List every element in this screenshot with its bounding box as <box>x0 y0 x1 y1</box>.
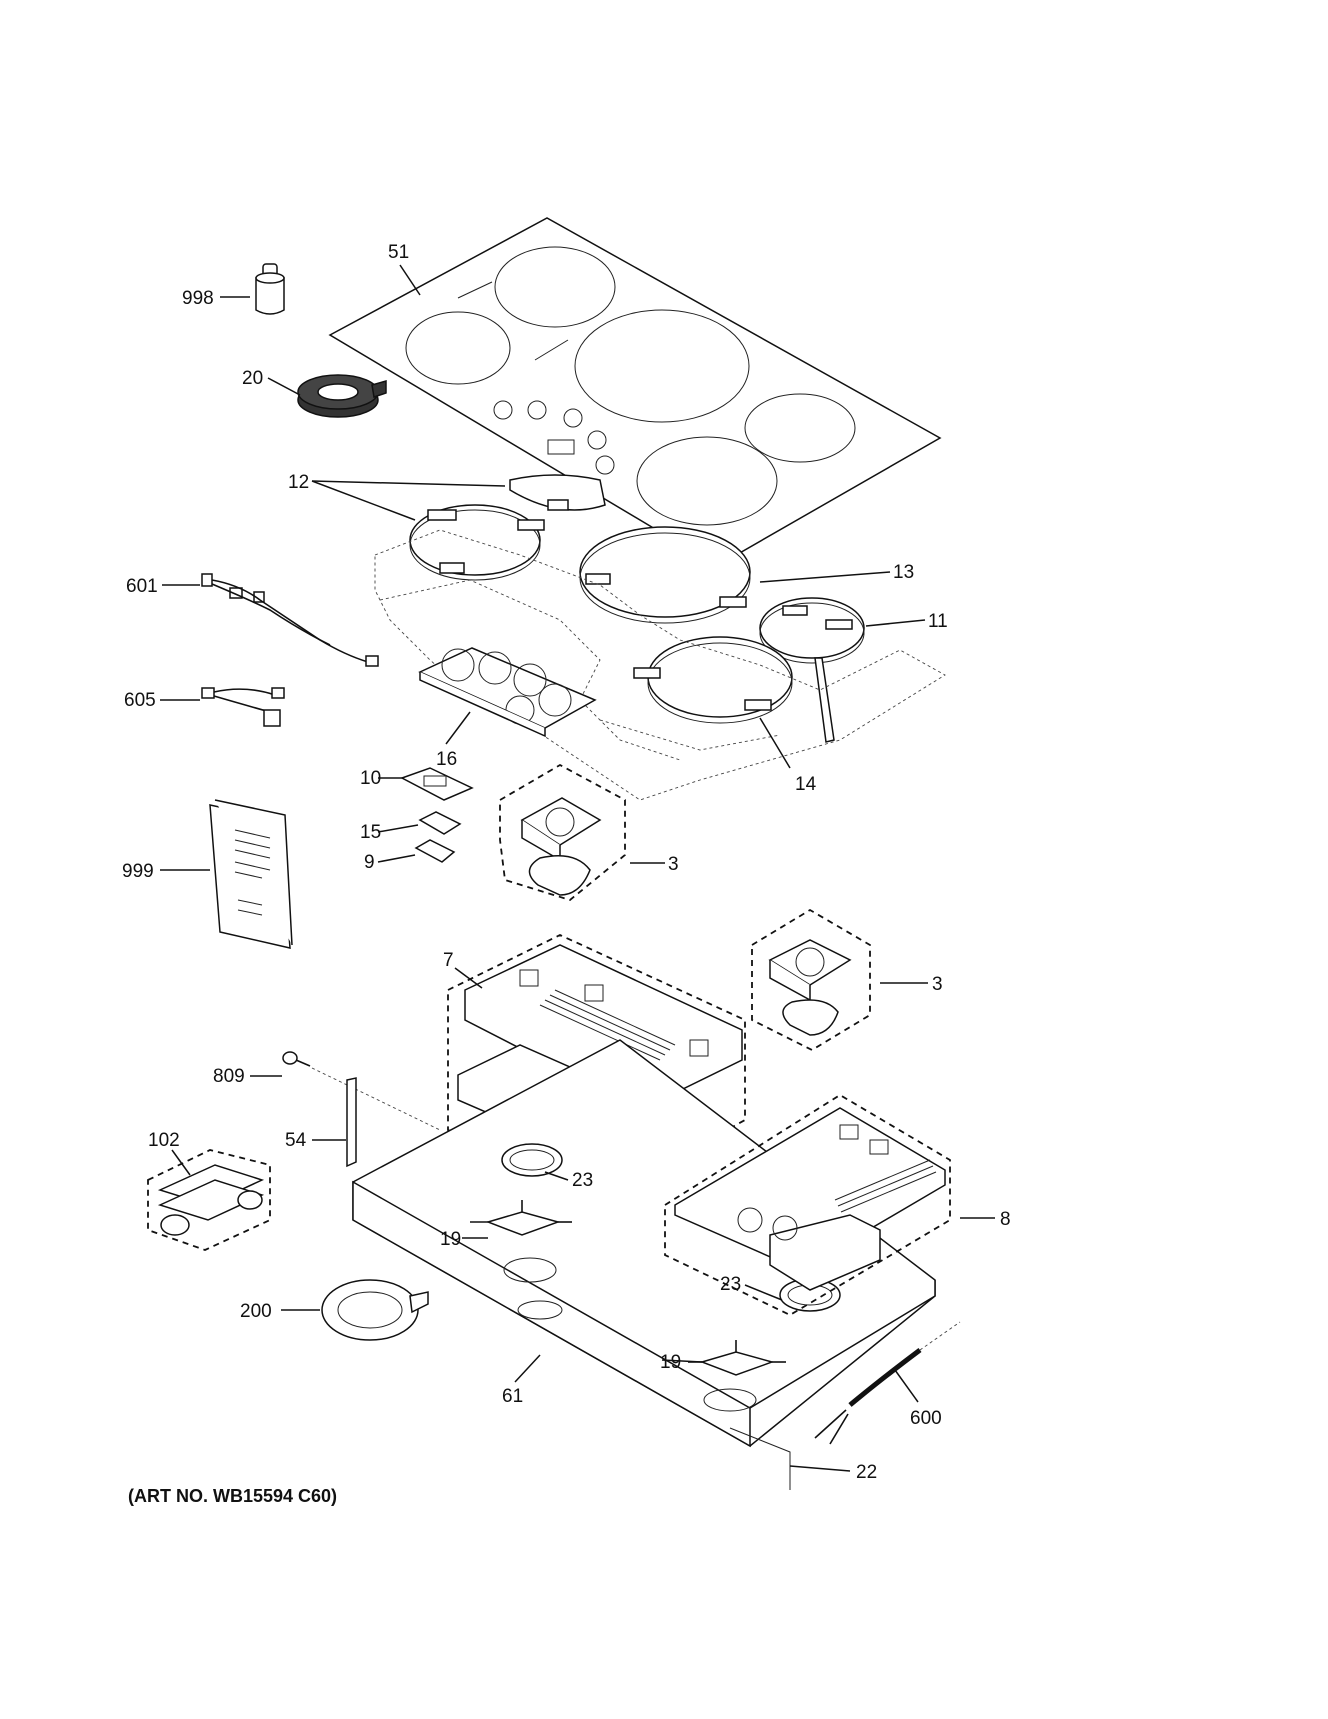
callout-8[interactable]: 8 <box>1000 1209 1011 1230</box>
callout-13[interactable]: 13 <box>893 562 914 583</box>
part-14-heating-element-front[interactable] <box>633 636 793 724</box>
part-102-cover-kit[interactable] <box>147 1149 271 1251</box>
callout-809[interactable]: 809 <box>213 1066 245 1087</box>
part-8-induction-generator-assembly[interactable] <box>664 1093 951 1317</box>
part-11-heating-element-right[interactable] <box>759 597 865 743</box>
callout-20[interactable]: 20 <box>242 368 263 389</box>
callout-19-right[interactable]: 19 <box>660 1352 681 1373</box>
callout-61[interactable]: 61 <box>502 1386 523 1407</box>
part-3-fan-assembly-right[interactable] <box>751 908 871 1052</box>
part-15-sensor[interactable] <box>418 811 462 835</box>
cooktop-controls <box>493 400 615 475</box>
part-12-heating-element-left[interactable] <box>409 504 545 581</box>
callout-9[interactable]: 9 <box>364 852 375 873</box>
part-12-heating-element-rear[interactable] <box>509 474 606 511</box>
part-605-wire-harness[interactable] <box>201 687 285 727</box>
callout-601[interactable]: 601 <box>126 576 158 597</box>
callout-23-left[interactable]: 23 <box>572 1170 593 1191</box>
callout-54[interactable]: 54 <box>285 1130 307 1151</box>
callout-11[interactable]: 11 <box>928 611 948 632</box>
callout-7[interactable]: 7 <box>443 950 454 971</box>
callout-600[interactable]: 600 <box>910 1408 942 1429</box>
leader-lines <box>160 264 995 1472</box>
part-998-cleaner-bottle[interactable] <box>255 263 285 315</box>
part-999-owners-manual[interactable] <box>209 799 293 949</box>
part-16-control-board[interactable] <box>418 647 597 738</box>
callout-23-right[interactable]: 23 <box>720 1274 741 1295</box>
part-22-label[interactable] <box>729 1427 791 1490</box>
callout-51[interactable]: 51 <box>388 242 409 263</box>
callout-3-right[interactable]: 3 <box>932 974 943 995</box>
callout-16[interactable]: 16 <box>436 749 457 770</box>
callout-3-upper[interactable]: 3 <box>668 854 679 875</box>
callout-22[interactable]: 22 <box>856 1462 877 1483</box>
part-51-glass-cooktop[interactable] <box>328 217 942 567</box>
callout-12[interactable]: 12 <box>288 472 309 493</box>
callout-10[interactable]: 10 <box>360 768 381 789</box>
callout-14[interactable]: 14 <box>795 774 817 795</box>
part-54-mounting-bracket[interactable] <box>346 1077 357 1168</box>
art-number: (ART NO. WB15594 C60) <box>128 1486 337 1506</box>
part-600-power-cord-conduit[interactable] <box>814 1321 961 1445</box>
part-809-screw[interactable] <box>282 1051 311 1067</box>
callout-200[interactable]: 200 <box>240 1301 272 1322</box>
part-9-switch[interactable] <box>414 839 456 863</box>
part-601-wire-harness[interactable] <box>201 573 379 667</box>
callout-605[interactable]: 605 <box>124 690 156 711</box>
part-20-seal-tape-roll[interactable] <box>297 374 387 418</box>
part-61-bottom-chassis[interactable] <box>352 1039 936 1448</box>
callout-labels: 998 51 20 12 601 13 11 605 16 14 10 15 9… <box>122 242 1011 1483</box>
part-19-fan-bracket-left[interactable] <box>470 1200 572 1236</box>
part-10-bracket[interactable] <box>400 767 474 801</box>
callout-15[interactable]: 15 <box>360 822 381 843</box>
screw-alignment-line <box>311 1067 441 1131</box>
part-3-fan-assembly-upper[interactable] <box>499 763 626 902</box>
callout-19-left[interactable]: 19 <box>440 1229 461 1250</box>
part-23-gasket-left[interactable] <box>501 1143 563 1177</box>
callout-999[interactable]: 999 <box>122 861 154 882</box>
part-200-tape-roll[interactable] <box>321 1279 429 1341</box>
part-13-heating-element-center[interactable] <box>579 526 751 624</box>
callout-102[interactable]: 102 <box>148 1130 180 1151</box>
callout-998[interactable]: 998 <box>182 288 214 309</box>
part-19-fan-bracket-right[interactable] <box>688 1340 786 1376</box>
